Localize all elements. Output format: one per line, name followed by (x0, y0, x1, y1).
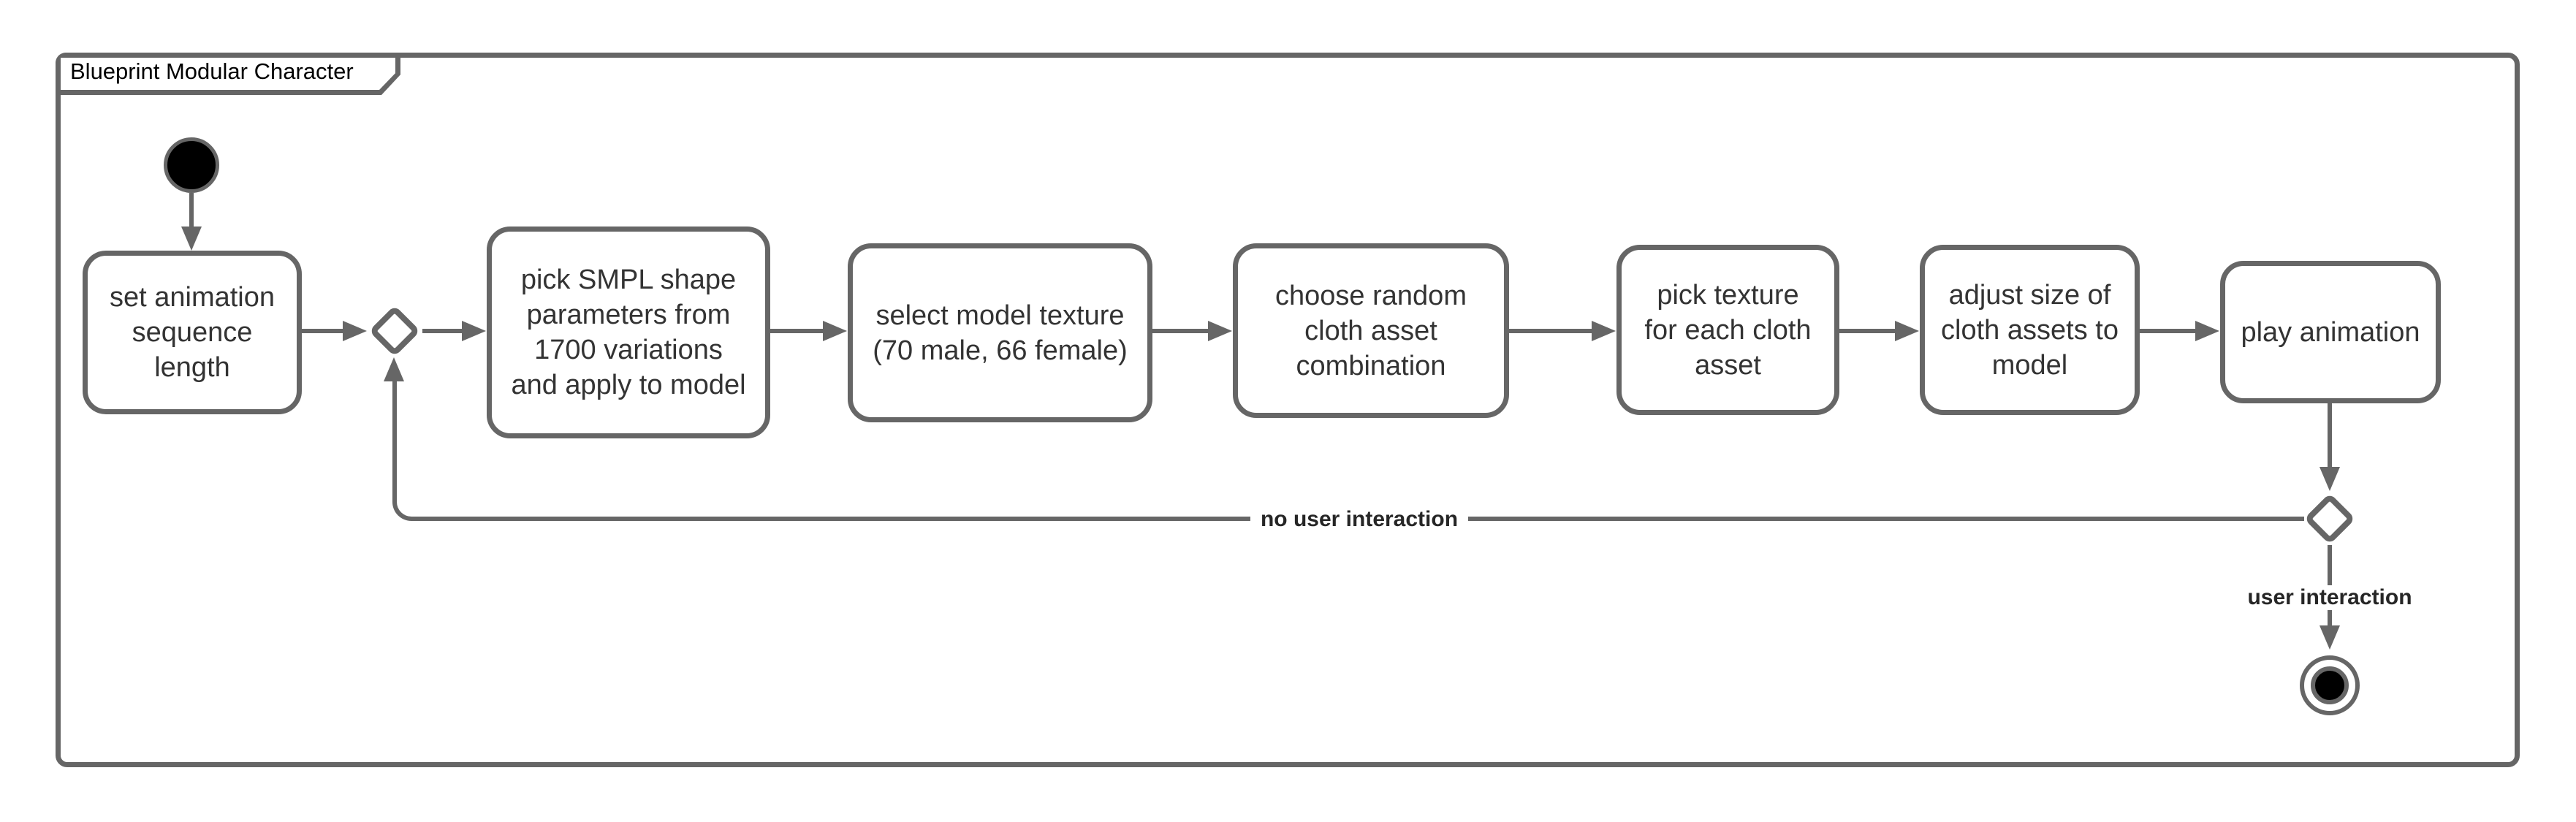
activity-play-animation: play animation (2220, 261, 2441, 403)
edge-play-animation-to-decision-line (2328, 403, 2332, 468)
activity-label: pick texture for each cloth asset (1644, 279, 1812, 381)
final-node (2300, 655, 2360, 715)
activity-adjust-size-of-cloth-assets: adjust size of cloth assets to model (1920, 245, 2140, 415)
edge-select-texture-to-choose-cloth-line (1152, 329, 1209, 333)
arrowhead-right-icon (462, 321, 486, 341)
edge-adjust-size-to-play-animation-line (2140, 329, 2196, 333)
edge-label-no-user-interaction: no user interaction (1250, 507, 1469, 532)
arrowhead-down-icon (2319, 467, 2340, 491)
edge-label-user-interaction: user interaction (2237, 585, 2423, 610)
activity-choose-random-cloth-asset-combination: choose random cloth asset combination (1233, 243, 1509, 418)
edge-choose-cloth-to-pick-texture-line (1509, 329, 1592, 333)
arrowhead-down-icon (2319, 625, 2340, 650)
activity-label: play animation (2241, 316, 2420, 348)
frame-title-tab-fill (61, 58, 395, 90)
activity-frame-border (56, 53, 2520, 767)
arrowhead-up-icon (384, 357, 404, 381)
activity-label: pick SMPL shape parameters from 1700 var… (511, 265, 746, 400)
arrowhead-right-icon (343, 321, 367, 341)
frame-title: Blueprint Modular Character (70, 58, 354, 84)
arrowhead-right-icon (1592, 321, 1616, 341)
activity-label: choose random cloth asset combination (1275, 280, 1467, 381)
arrowhead-right-icon (2195, 321, 2219, 341)
arrowhead-right-icon (823, 321, 847, 341)
activity-pick-texture-for-each-cloth-asset: pick texture for each cloth asset (1616, 245, 1839, 415)
initial-node (164, 137, 219, 193)
edge-pick-smpl-to-select-texture-line (770, 329, 824, 333)
activity-label: select model texture (70 male, 66 female… (873, 300, 1128, 366)
activity-set-animation-sequence-length: set animation sequence length (83, 251, 302, 414)
activity-label: adjust size of cloth assets to model (1941, 279, 2119, 381)
activity-pick-smpl-shape-parameters: pick SMPL shape parameters from 1700 var… (487, 227, 770, 438)
arrowhead-right-icon (1208, 321, 1232, 341)
edge-initial-to-set-animation-line (189, 193, 194, 228)
edge-set-animation-to-merge-line (302, 329, 343, 333)
final-node-core (2311, 666, 2349, 704)
activity-label: set animation sequence length (109, 282, 275, 383)
arrowhead-down-icon (181, 227, 202, 251)
edge-merge-to-pick-smpl-line (422, 329, 463, 333)
frame-title-tab: Blueprint Modular Character (56, 53, 400, 95)
edge-pick-texture-to-adjust-size-line (1839, 329, 1896, 333)
arrowhead-right-icon (1895, 321, 1919, 341)
activity-select-model-texture: select model texture (70 male, 66 female… (848, 243, 1152, 422)
edge-no-user-interaction-loop-line (392, 381, 2304, 521)
